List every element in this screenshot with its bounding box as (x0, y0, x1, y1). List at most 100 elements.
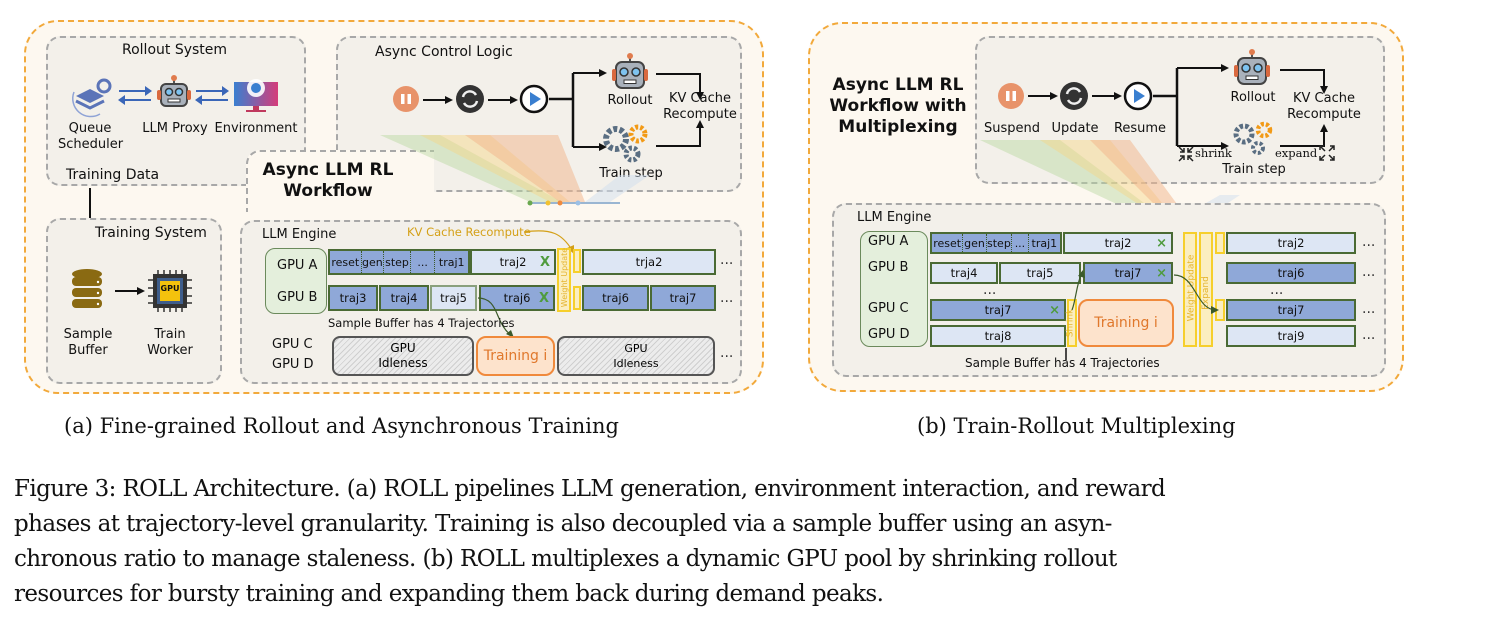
rollout-robot-icon (612, 53, 648, 89)
rollout-label: Rollout (607, 93, 653, 108)
queue-label: Queue (68, 121, 112, 136)
buffer-line1: Sample (63, 327, 113, 342)
weight-update-bar-b (1183, 232, 1197, 347)
sample-buffer-label: Sample Buffer (58, 327, 118, 359)
subseg-gen: gen (362, 251, 385, 273)
branch-arrows (549, 69, 607, 151)
ellipsis: ... (720, 345, 734, 361)
workflow-title-b-line2: Workflow with (829, 96, 967, 116)
gpu-a-traj2-resumed-b: traj2 (1226, 232, 1356, 254)
kv-line2: Recompute (663, 107, 737, 122)
gpu-c-traj7-resumed-b: traj7 (1226, 299, 1356, 321)
gpu-b-traj6-resumed: traj6 (582, 285, 649, 311)
subseg-reset: reset (932, 234, 964, 252)
workflow-title-line2: Workflow (283, 181, 373, 201)
ellipsis: ... (1362, 327, 1376, 343)
idle-line2: Idleness (613, 357, 659, 370)
worker-line1: Train (154, 327, 186, 342)
llm-engine-title-a: LLM Engine (262, 227, 337, 242)
train-step-gears-icon (1233, 121, 1273, 155)
traj-label: traj7 (1114, 266, 1142, 280)
gpu-a-trja2: trja2 (582, 249, 716, 275)
expand-icon (1319, 145, 1335, 161)
gpu-b-traj3: traj3 (328, 285, 378, 311)
gpu-b-traj6-b: traj6 (1226, 262, 1356, 284)
workflow-title-line1: Async LLM RL (262, 160, 394, 180)
gpu-d-traj8-b: traj8 (930, 325, 1066, 347)
subseg-step: step (987, 234, 1013, 252)
environment-monitor-icon (234, 79, 278, 112)
arrow-icon (423, 96, 453, 104)
gpu-a-traj2-b: traj2 × (1063, 232, 1173, 254)
resume-label-b: Resume (1113, 121, 1167, 136)
gpu-b-traj4: traj4 (379, 285, 429, 311)
shrink-bar (1067, 299, 1077, 347)
weight-update-bar (557, 248, 571, 312)
kv-cache-recompute-label-b: KV Cache Recompute (1286, 91, 1362, 123)
queue-scheduler-icon (72, 78, 112, 118)
ellipsis: ... (720, 290, 734, 306)
workflow-cutout (246, 150, 434, 212)
shrink-label: shrink (1195, 146, 1232, 160)
subcaption-b: (b) Train-Rollout Multiplexing (917, 414, 1236, 438)
gpu-label-box-b (860, 231, 928, 347)
subseg-traj1: traj1 (438, 255, 465, 269)
traj-label: traj7 (984, 303, 1012, 317)
ellipsis: ... (1362, 234, 1376, 250)
training-i-block-a: Training i (476, 336, 555, 376)
kv-recompute-slot (573, 286, 581, 310)
ellipsis: ... (983, 282, 997, 298)
database-icon (72, 269, 102, 308)
idle-line2: Idleness (378, 356, 428, 370)
reassign-arrows (1065, 270, 1219, 360)
train-step-gears-icon (603, 124, 648, 163)
abort-x-icon: × (1156, 265, 1167, 281)
training-data-label: Training Data (66, 167, 160, 183)
gpu-b-label: GPU B (277, 290, 318, 305)
gpu-ab-label-box (265, 248, 327, 314)
control-logic-title: Async Control Logic (375, 44, 513, 60)
train-worker-label: Train Worker (140, 327, 200, 359)
expand-label: expand (1275, 146, 1318, 160)
abort-x-icon: × (1156, 235, 1167, 251)
sample-buffer-note-a: Sample Buffer has 4 Trajectories (328, 316, 515, 330)
kv-line1: KV Cache (1293, 91, 1355, 106)
gpu-a-traj2: traj2 X (470, 249, 556, 275)
scheduler-label: Scheduler (58, 137, 124, 152)
to-kv-arrows (656, 73, 704, 147)
workflow-title-b-line1: Async LLM RL (832, 75, 964, 95)
llm-engine-title-b: LLM Engine (857, 210, 932, 225)
zoom-fan-a (380, 135, 650, 206)
shrink-icon (1178, 146, 1194, 162)
figure-caption-line: Figure 3: ROLL Architecture. (a) ROLL pi… (14, 476, 1166, 502)
subseg-ellipsis: ... (411, 251, 436, 273)
gpu-b-traj5-b: traj5 (999, 262, 1081, 284)
kv-cache-recompute-label: KV Cache Recompute (662, 91, 738, 123)
environment-label: Environment (214, 121, 298, 136)
gpu-chip-icon (148, 270, 192, 312)
training-system-title: Training System (95, 225, 207, 241)
figure-caption-line: chronous ratio to manage staleness. (b) … (14, 546, 1117, 572)
train-step-label: Train step (599, 166, 663, 181)
subcaption-a: (a) Fine-grained Rollout and Asynchronou… (64, 414, 619, 438)
queue-scheduler-label: Queue Scheduler (58, 121, 124, 153)
kv-recompute-slot (1215, 232, 1225, 254)
traj-label: traj6 (503, 291, 531, 305)
idle-line1: GPU (624, 342, 648, 355)
update-icon (1060, 82, 1088, 110)
gpu-d-label-b: GPU D (868, 327, 910, 342)
gpu-c-label-b: GPU C (868, 301, 909, 316)
abort-x-icon: X (538, 290, 549, 306)
abort-x-icon: × (1049, 302, 1060, 318)
subseg-traj1: traj1 (1031, 236, 1058, 250)
subseg-reset: reset (330, 251, 362, 273)
figure-caption-line: phases at trajectory-level granularity. … (14, 511, 1112, 537)
gpu-b-traj7: traj7 (650, 285, 716, 311)
training-i-block-b: Training i (1078, 299, 1174, 347)
abort-x-icon: X (539, 254, 550, 270)
figure-caption-line: resources for bursty training and expand… (14, 581, 884, 607)
suspend-icon (998, 83, 1024, 109)
gpu-a-label-b: GPU A (868, 234, 909, 249)
arrow-icon (115, 287, 145, 295)
